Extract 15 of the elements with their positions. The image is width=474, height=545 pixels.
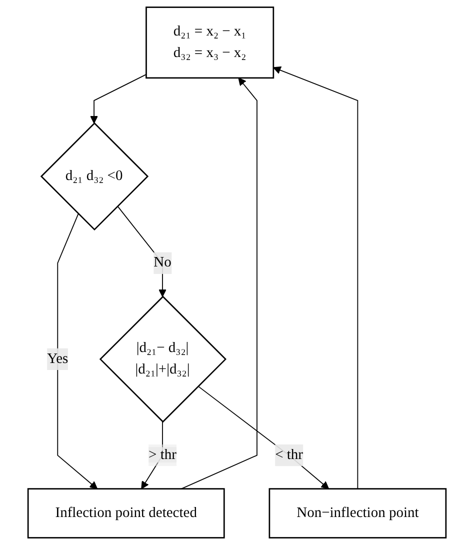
arrow <box>180 78 258 490</box>
arrow <box>198 386 330 490</box>
node-box: Non−inflection point <box>268 488 447 538</box>
node-diamond: |d₂₁− d₃₂| |d₂₁|+|d₃₂| <box>99 296 226 423</box>
node-box: d₂₁ = x₂ − x₁ d₃₂ = x₃ − x₂ <box>146 6 274 79</box>
edge-label: > thr <box>148 447 176 463</box>
arrow <box>57 213 98 490</box>
edge-label: Yes <box>47 351 68 366</box>
node-diamond: d₂₁ d₃₂ <0 <box>40 122 149 230</box>
edge-label: No <box>154 254 172 270</box>
arrow <box>117 206 166 297</box>
arrow <box>273 66 358 490</box>
arrow <box>90 74 147 124</box>
node-box: Inflection point detected <box>27 488 225 538</box>
edge-label: < thr <box>275 447 303 463</box>
